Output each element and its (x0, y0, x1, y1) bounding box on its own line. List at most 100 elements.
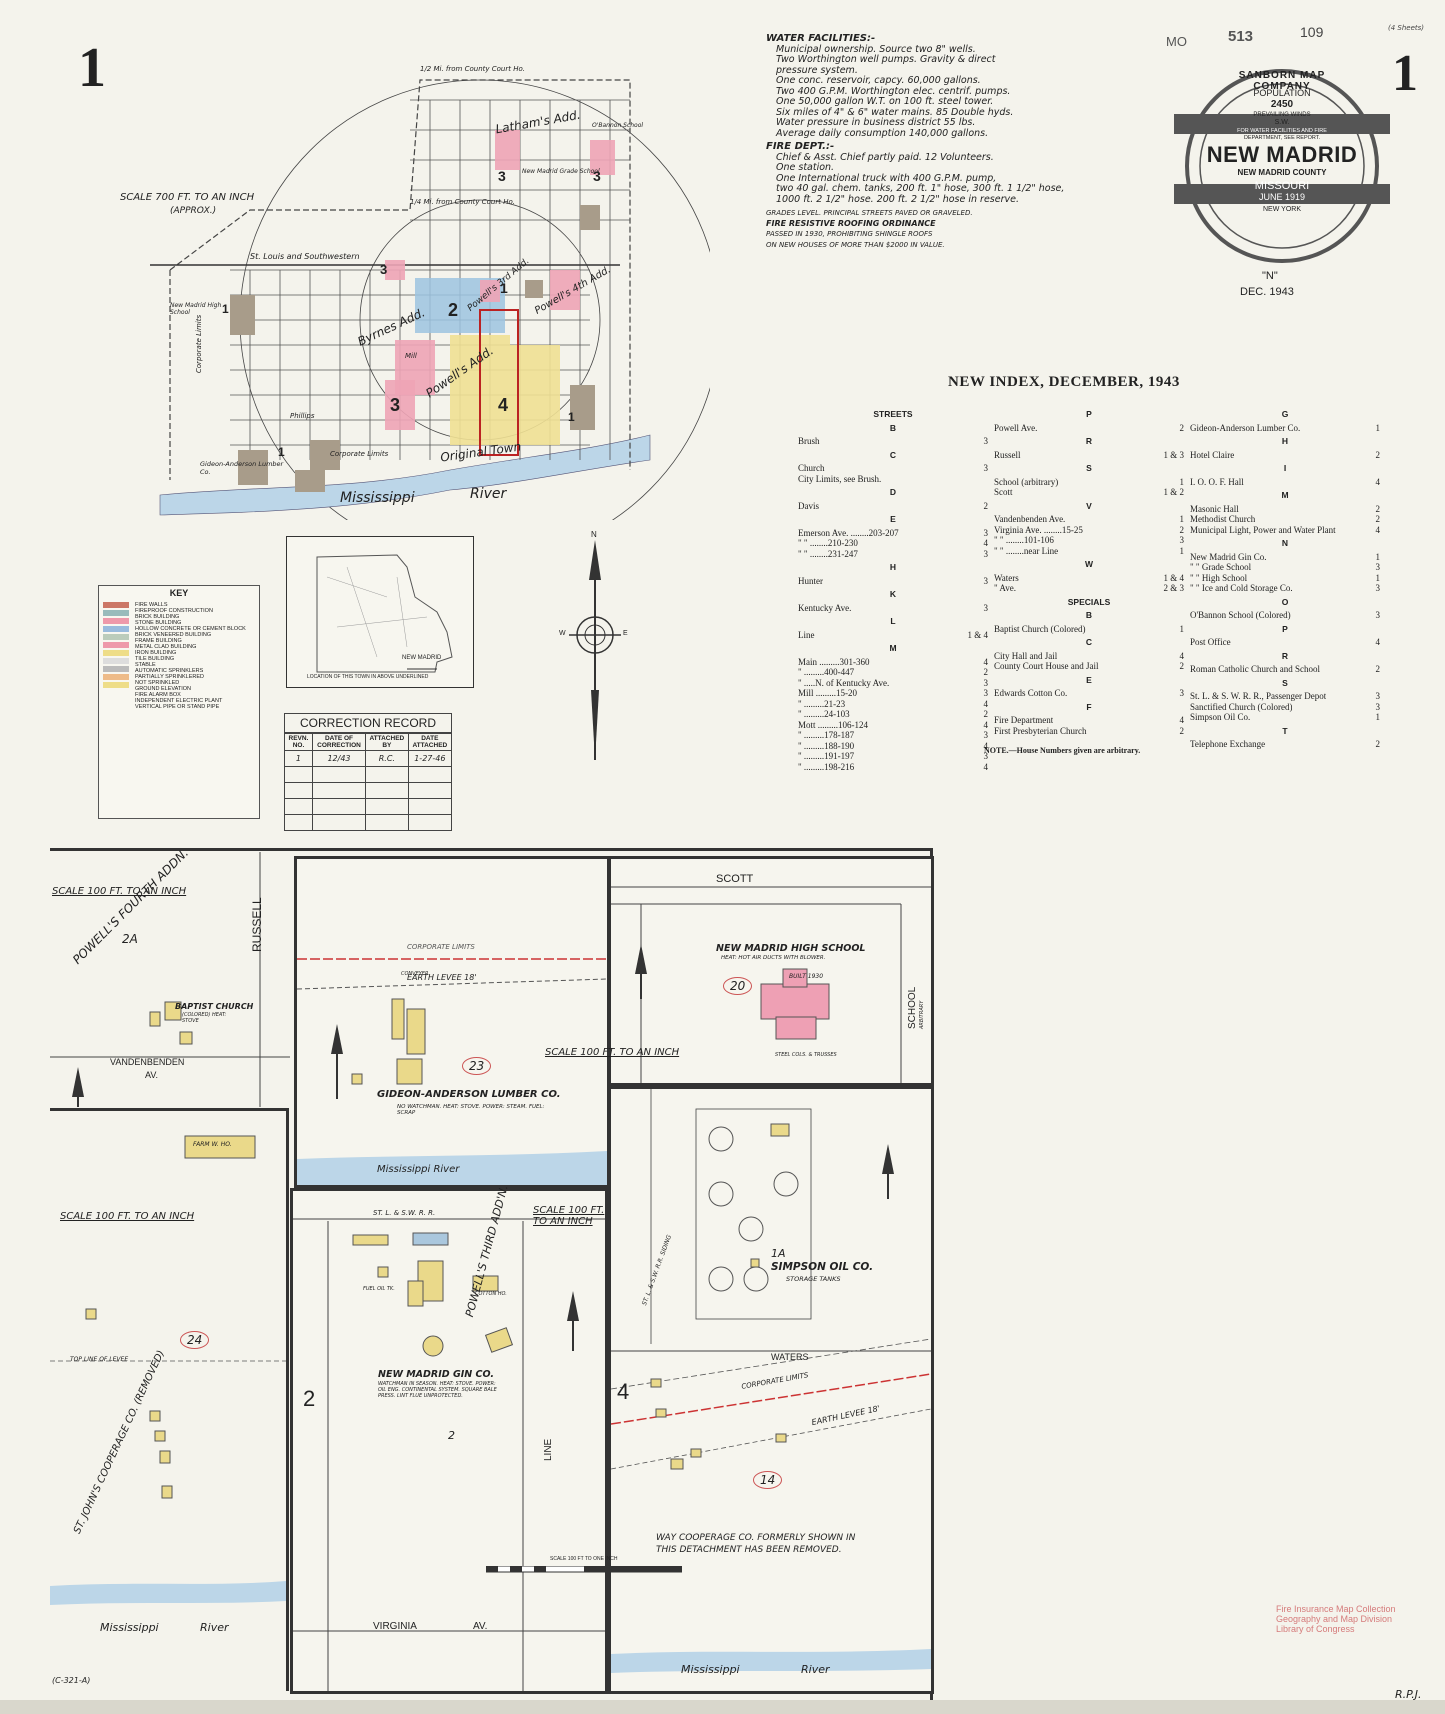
p6-block: 1A (771, 1247, 786, 1260)
loc-stamp: Fire Insurance Map Collection Geography … (1276, 1604, 1396, 1634)
index-entry-name: " " ........near Line (994, 545, 1059, 556)
correction-table: REVN. NO. DATE OF CORRECTION ATTACHED BY… (284, 733, 453, 831)
p1-block: 2A (122, 932, 138, 946)
sheet-number: 1 (78, 37, 106, 99)
index-entry-name: First Presbyterian Church (994, 725, 1087, 736)
index-letter: B (889, 422, 897, 433)
p3-built: BUILT 1930 (789, 973, 824, 980)
index-entry-sheet: 2 (983, 667, 989, 677)
index-entry-sheet: 4 (1179, 650, 1185, 661)
p3-steel: STEEL COLS. & TRUSSES (775, 1052, 837, 1058)
water-line: Two Worthington well pumps. Gravity & di… (776, 54, 996, 65)
graded-note: GRADES LEVEL. PRINCIPAL STREETS PAVED OR… (766, 209, 973, 217)
index-entry-name: " .........188-190 (798, 740, 855, 751)
p2-river: Mississippi River (377, 1164, 460, 1175)
index-entry: Kentucky Ave.3 (798, 603, 988, 614)
index-entry: Sanctified Church (Colored)3 (1190, 702, 1380, 713)
index-entry-name: Fire Department (994, 715, 1054, 725)
logo-company: SANBORN MAP COMPANY (1238, 70, 1326, 92)
sheet-number-right: 1 (1392, 45, 1418, 102)
index-entry-name: " " ........231-247 (798, 548, 858, 559)
panel6-drawing (610, 1089, 932, 1673)
key-swatches (103, 602, 129, 688)
water-line: Municipal ownership. Source two 8" wells… (776, 43, 976, 55)
p3-heat: HEAT: HOT AIR DUCTS WITH BLOWER. (721, 955, 826, 961)
index-letter: D (889, 487, 897, 497)
index-entry-sheet: 3 (983, 436, 989, 446)
index-letter: H (889, 562, 897, 572)
keymap-approx: (APPROX.) (170, 206, 217, 216)
key-item: FIREPROOF CONSTRUCTION (135, 608, 213, 614)
key-map-drawing (150, 79, 721, 561)
p1-av: AV. (145, 1070, 159, 1080)
index-entry-sheet: 2 (1375, 514, 1381, 524)
index-entry-name: " .........21-23 (798, 698, 846, 709)
index-entry-sheet: 1 (1179, 623, 1185, 634)
index-entry-name: Davis (798, 500, 819, 511)
water-line: Water pressure in business district 55 l… (776, 117, 976, 128)
fire-line: One station. (776, 162, 835, 173)
index-entry-sheet: 2 (983, 500, 989, 511)
p5-virginia: VIRGINIA (373, 1621, 417, 1632)
index-entry-sheet: 1 & 2 (1163, 487, 1184, 497)
index-entry-sheet: 2 & 3 (1163, 583, 1184, 593)
index-entry-name: Scott (994, 487, 1013, 497)
index-entry-name: Municipal Light, Power and Water Plant (1190, 524, 1336, 535)
key-item: FRAME BUILDING (135, 638, 182, 644)
index-letter: W (1084, 559, 1094, 569)
index-entry-sheet: 3 (1375, 701, 1381, 712)
index-entry-sheet: 1 & 4 (967, 629, 988, 640)
index-entry-sheet: 1 (1375, 551, 1381, 562)
index-entry-sheet: 3 (1375, 562, 1381, 572)
logo-date: JUNE 1919 (1258, 192, 1306, 202)
volume-code: 513 (1228, 28, 1254, 45)
p4-river2: River (200, 1621, 229, 1634)
detail-panel-high-school: SCOTT NEW MADRID HIGH SCHOOL HEAT: HOT A… (545, 856, 934, 1086)
p6-way1: WAY COOPERAGE CO. FORMERLY SHOWN IN (656, 1533, 856, 1543)
p2-block: 23 (462, 1057, 492, 1075)
index-letter: R (1085, 436, 1093, 446)
index-entry: " Ave.2 & 3 (994, 583, 1184, 594)
fire-line: Chief & Asst. Chief partly paid. 12 Volu… (776, 151, 994, 163)
water-line: Average daily consumption 140,000 gallon… (776, 127, 989, 139)
logo-water-note: FOR WATER FACILITIES AND FIRE (1237, 128, 1327, 134)
index-entry-name: Main .........301-360 (798, 656, 870, 667)
key-item: METAL CLAD BUILDING (135, 644, 197, 650)
index-letter: P (1282, 623, 1288, 634)
index-letter: R (1281, 650, 1289, 661)
detail-panel-simpson-oil: 1A SIMPSON OIL CO. STORAGE TANKS ST. L. … (608, 1086, 934, 1694)
compass-e: E (623, 630, 628, 637)
key-item: STONE BUILDING (135, 620, 182, 626)
index-entry: School (arbitrary)1 (994, 477, 1184, 488)
index-entry-name: " .....N. of Kentucky Ave. (798, 677, 890, 688)
index-entry: City Limits, see Brush. (798, 474, 988, 485)
index-entry-sheet: 4 (983, 538, 989, 548)
index-entry-name: " " High School (1190, 572, 1248, 583)
inset-town: NEW MADRID (402, 655, 442, 661)
p4-block: 24 (180, 1331, 210, 1349)
index-letter: P (1086, 409, 1092, 419)
p6-river: Mississippi (681, 1663, 740, 1676)
roof-heading: FIRE RESISTIVE ROOFING ORDINANCE (766, 218, 936, 228)
key-item: BRICK BUILDING (135, 614, 180, 620)
detail-panel-powells-fourth: SCALE 100 FT. TO AN INCH 2A POWELL'S FOU… (50, 846, 290, 1112)
index-entry-name: New Madrid Gin Co. (1190, 551, 1267, 562)
index-entry-name: Masonic Hall (1190, 503, 1239, 514)
index-entry-sheet: 4 (1375, 524, 1381, 535)
index-entry: Edwards Cotton Co.3 (994, 688, 1184, 699)
key-item: GROUND ELEVATION (135, 686, 192, 692)
p5-line: LINE (543, 1438, 554, 1461)
index-entry-name: St. L. & S. W. R. R., Passenger Depot (1190, 691, 1327, 701)
p5-scale: SCALE 100 FT. TO AN INCH (533, 1205, 605, 1227)
stamp-line: Geography and Map Division (1276, 1614, 1393, 1624)
keymap-sheet-1: 1 (500, 280, 508, 296)
key-item: BRICK VENEERED BUILDING (135, 632, 212, 638)
